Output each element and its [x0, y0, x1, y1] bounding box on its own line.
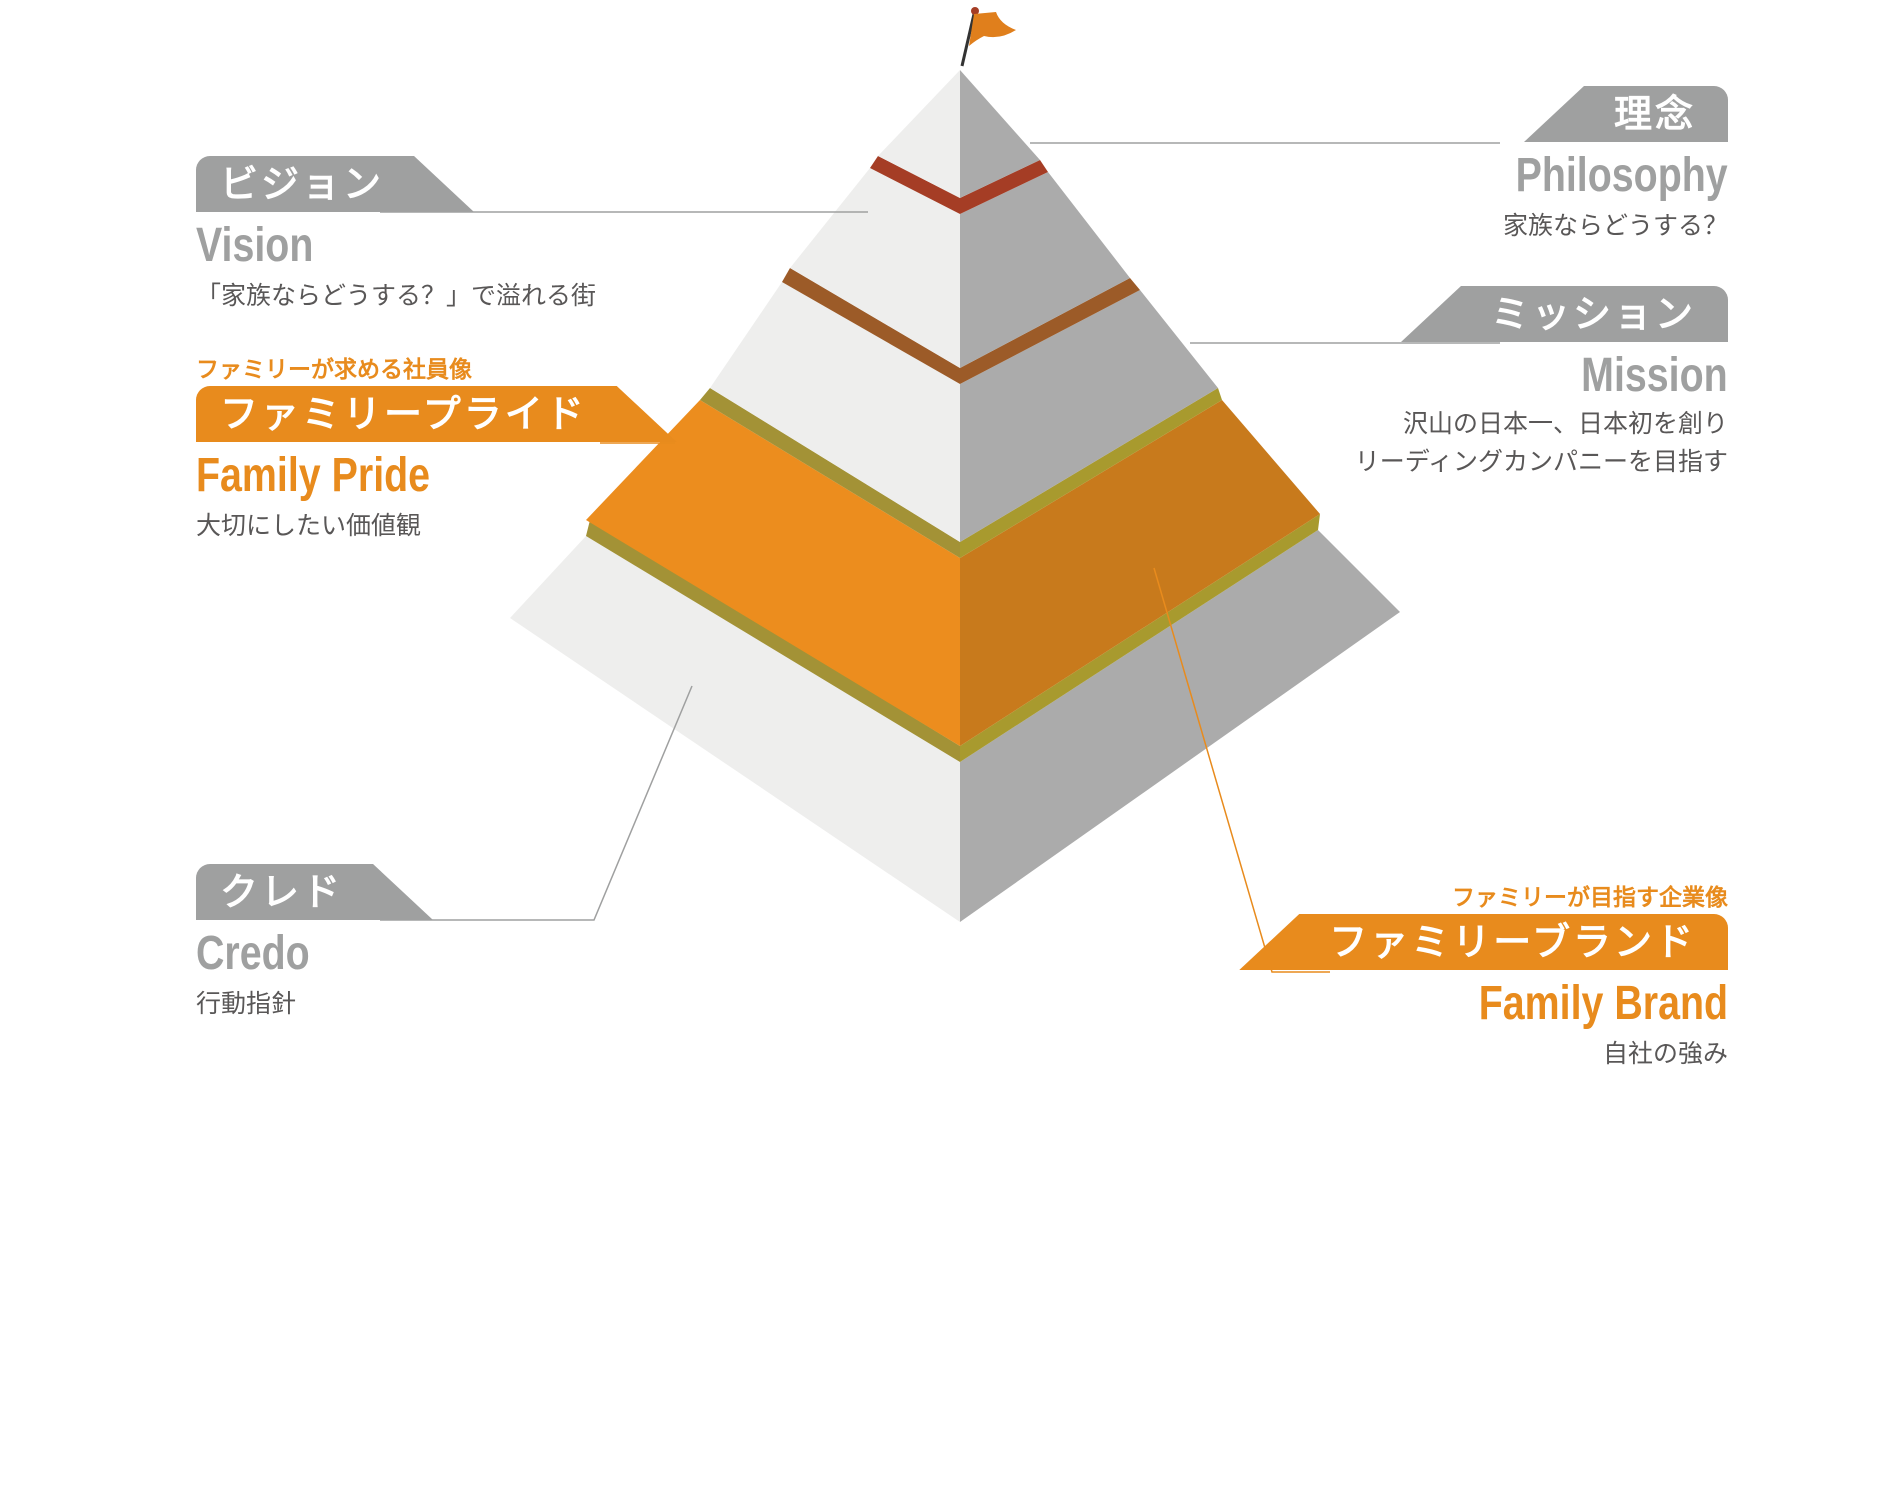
philosophy-desc: 家族ならどうする？ [1502, 211, 1728, 240]
mission-desc-line1: 沢山の日本一、日本初を創り [1402, 409, 1728, 438]
vision-tag: ビジョン [196, 156, 474, 212]
mission-desc-line2: リーディングカンパニーを目指す [1354, 447, 1728, 476]
mission-block: ミッション Mission 沢山の日本一、日本初を創り リーディングカンパニーを… [1180, 286, 1728, 486]
philosophy-tier-right [960, 70, 1040, 198]
flag-icon [960, 7, 1016, 67]
family-pride-pre: ファミリーが求める社員像 [196, 357, 472, 383]
mission-tier-right [960, 290, 1218, 542]
mission-tier-left [710, 282, 960, 542]
family-pride-block: ファミリーが求める社員像 ファミリープライド Family Pride 大切にし… [196, 350, 756, 550]
family-brand-leader [1153, 567, 1330, 973]
family-brand-title: Family Brand [1478, 977, 1728, 1030]
credo-block: クレド Credo 行動指針 [196, 864, 656, 1024]
credo-title: Credo [196, 927, 310, 980]
philosophy-block: 理念 Philosophy 家族ならどうする？ [1180, 86, 1728, 246]
family-brand-tier-right [960, 400, 1320, 746]
credo-tier-left [510, 536, 960, 922]
family-pride-tier-left [586, 400, 960, 746]
band-brown-left [782, 268, 960, 384]
family-pride-tag: ファミリープライド [196, 386, 677, 442]
vision-tier-right [960, 172, 1130, 368]
band-brown-right [960, 278, 1140, 384]
band-red-right [960, 160, 1048, 214]
family-pride-title: Family Pride [196, 449, 431, 502]
mission-tag: ミッション [1400, 286, 1728, 342]
band-olive-right [960, 388, 1222, 558]
vision-title: Vision [196, 219, 314, 272]
mission-title: Mission [1581, 349, 1728, 402]
family-brand-desc: 自社の強み [1602, 1039, 1728, 1068]
vision-tier-left [790, 168, 960, 368]
credo-leader [380, 685, 693, 921]
family-brand-pre: ファミリーが目指す企業像 [1452, 885, 1728, 911]
vision-block: ビジョン Vision 「家族ならどうする？」で溢れる街 [196, 156, 716, 316]
family-brand-block: ファミリーが目指す企業像 ファミリーブランド Family Brand 自社の強… [1100, 878, 1728, 1078]
band-red-left [870, 156, 960, 214]
credo-tag: クレド [196, 864, 433, 920]
philosophy-tag: 理念 [1523, 86, 1728, 142]
philosophy-title: Philosophy [1515, 149, 1728, 202]
credo-tier-right [960, 530, 1400, 922]
family-pride-desc: 大切にしたい価値観 [196, 511, 422, 540]
credo-desc: 行動指針 [196, 989, 297, 1018]
family-brand-tag: ファミリーブランド [1239, 914, 1728, 970]
band-mustard-right [960, 514, 1320, 762]
vision-desc: 「家族ならどうする？」で溢れる街 [196, 281, 597, 310]
band-olive-left [700, 388, 960, 558]
band-mustard-left [586, 520, 960, 762]
philosophy-tier-left [878, 70, 960, 198]
